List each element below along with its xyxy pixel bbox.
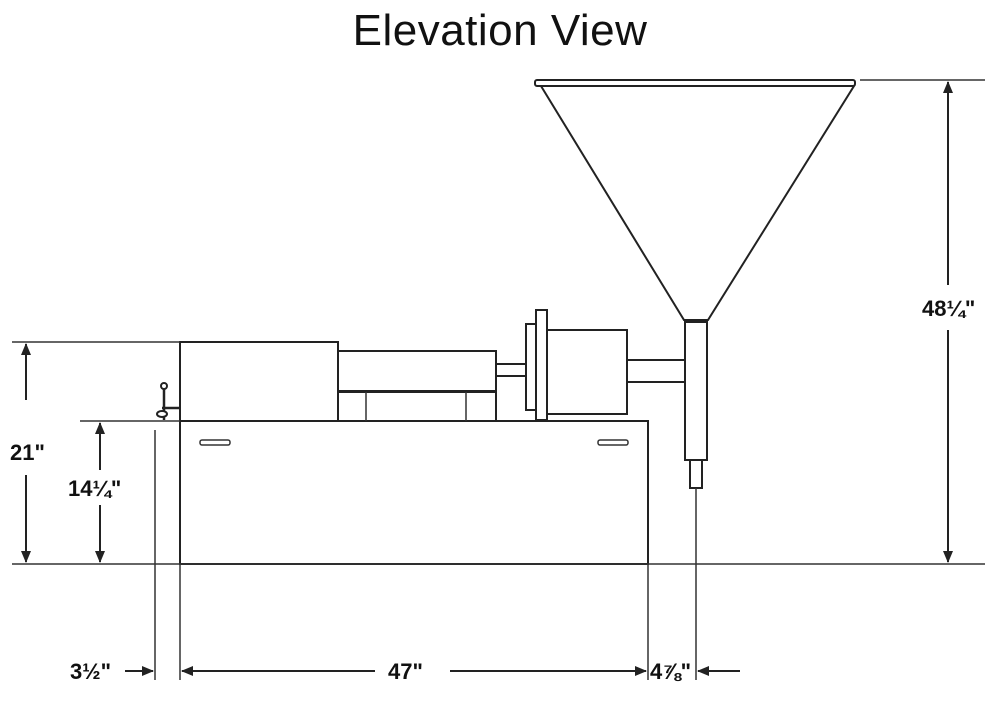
dim-label-machine-height: 21"	[10, 440, 45, 465]
cylinder	[337, 350, 497, 392]
dim-label-base-height: 14¼"	[68, 476, 121, 501]
support-block	[337, 391, 497, 422]
flange-plate	[535, 309, 548, 421]
dim-label-base-length: 47"	[388, 659, 423, 684]
cabinet-slot-right	[597, 439, 629, 446]
piston-rod	[495, 363, 527, 377]
dim-label-nozzle-offset: 4⅞"	[650, 659, 691, 684]
dimension-lines	[21, 81, 953, 676]
tee-pipe	[684, 321, 708, 461]
feed-pipe	[626, 359, 688, 383]
dim-label-overall-height: 48¼"	[922, 296, 975, 321]
valve-body	[546, 329, 628, 415]
base-cabinet	[179, 420, 649, 565]
hopper-rim	[534, 79, 856, 87]
dim-label-handle-offset: 3½"	[70, 659, 111, 684]
diagram-title: Elevation View	[352, 6, 648, 55]
handle[interactable]	[156, 382, 180, 420]
flange-collar	[525, 323, 537, 411]
nozzle	[689, 459, 703, 489]
motor-housing	[179, 341, 339, 422]
cabinet-slot-left	[199, 439, 231, 446]
extension-lines	[12, 79, 985, 680]
hopper	[539, 85, 856, 321]
machine	[156, 79, 856, 565]
